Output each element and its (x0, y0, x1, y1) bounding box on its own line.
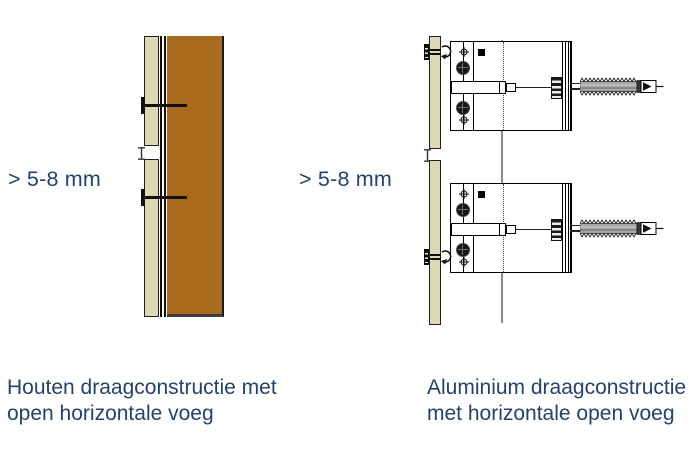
bolt-head-icon (456, 202, 470, 217)
left-dimension-label: > 5-8 mm (8, 167, 101, 191)
bolt-head-icon (456, 242, 470, 257)
right-dimension-label: > 5-8 mm (299, 167, 392, 191)
profile-edge-line (561, 184, 563, 272)
left-caption-line1: Houten draagconstructie met (7, 376, 277, 399)
rivet-icon (424, 249, 429, 265)
rivet-shaft (429, 49, 441, 51)
rivet-shaft (429, 258, 441, 260)
profile-edge-line (561, 42, 563, 130)
rivet-shaft (429, 53, 441, 55)
joint-dimension-icon (138, 146, 145, 160)
adjustment-bolt (451, 223, 506, 236)
batten-line-left (160, 36, 162, 317)
profile-edge-line (570, 42, 572, 130)
profile-edge-line (567, 184, 569, 272)
profile-edge-line (564, 184, 566, 272)
facade-panel-upper (429, 36, 441, 149)
marker-square-icon (477, 191, 485, 198)
rivet-hook-icon (441, 250, 452, 265)
aluminium-bracket-bottom (450, 183, 572, 273)
left-caption: Houten draagconstructie met open horizon… (7, 375, 277, 426)
rivet-hook-icon (441, 45, 452, 60)
expansion-anchor-icon (580, 77, 664, 96)
profile-edge-line (570, 184, 572, 272)
crosshair-icon (458, 256, 469, 267)
anchor-rod-line (570, 230, 583, 232)
crosshair-icon (458, 188, 469, 199)
right-caption-line2: met horizontale open voeg (427, 401, 675, 425)
profile-edge-line (567, 42, 569, 130)
facade-panel-lower (429, 160, 441, 325)
anchor-rod-line (570, 224, 583, 226)
adjustment-bolt-neck (506, 83, 516, 92)
bolt-head-icon (456, 100, 470, 115)
anchor-rod-line (570, 88, 583, 90)
hex-nut-icon (551, 218, 562, 241)
rivet-icon (424, 44, 429, 60)
bolt-head-icon (456, 60, 470, 75)
right-caption-line1: Aluminium draagconstructie (427, 376, 687, 399)
crosshair-icon (458, 46, 469, 57)
wooden-batten (167, 36, 224, 317)
adjustment-bolt (451, 81, 506, 94)
anchor-rod-line (570, 82, 583, 84)
rivet-shaft (429, 254, 441, 256)
left-caption-line2: open horizontale voeg (7, 401, 214, 425)
profile-center-line (501, 40, 503, 323)
adjustment-bolt-neck (506, 225, 516, 234)
profile-edge-line (564, 42, 566, 130)
aluminium-bracket-top (450, 41, 572, 131)
threaded-rod (516, 228, 552, 231)
crosshair-icon (458, 114, 469, 125)
wooden-substructure-figure: > 5-8 mm Houten draagconstructie met ope… (7, 36, 277, 426)
threaded-rod (516, 86, 552, 89)
wood-screw-shaft (143, 196, 187, 199)
marker-square-icon (477, 49, 485, 56)
facade-panel-upper (144, 36, 159, 146)
wood-screw-shaft (143, 103, 187, 107)
right-caption: Aluminium draagconstructie met horizonta… (427, 375, 686, 426)
batten-line-right (163, 36, 166, 317)
expansion-anchor-icon (580, 219, 664, 238)
hex-nut-icon (551, 76, 562, 99)
